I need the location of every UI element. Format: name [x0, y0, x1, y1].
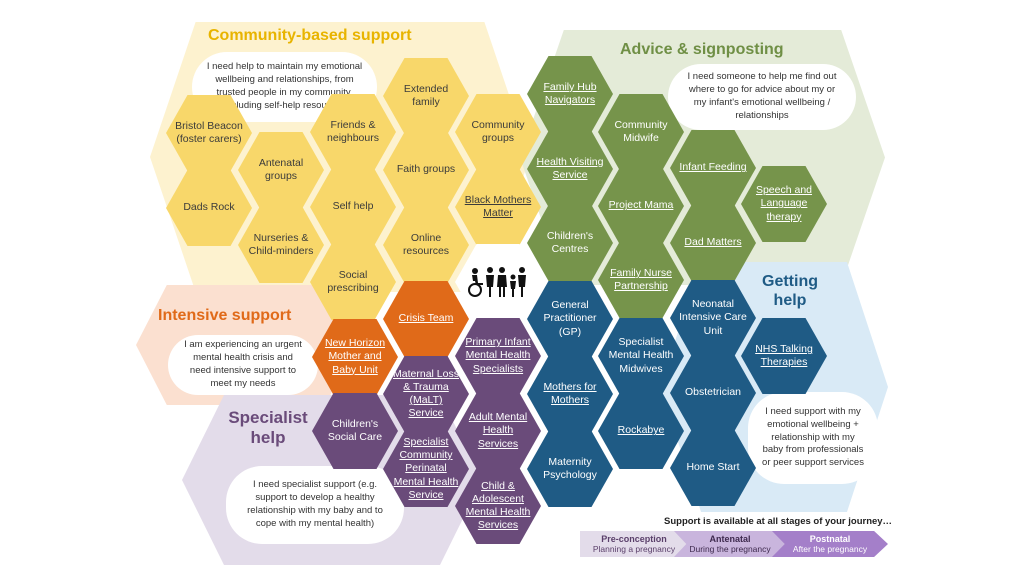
stage-postnatal: Postnatal After the pregnancy [772, 531, 888, 557]
stage-pre-conception-sub: Planning a pregnancy [592, 544, 676, 555]
hex-specialist-perinatal[interactable]: Specialist Community Perinatal Mental He… [383, 431, 469, 507]
hex-faith-groups: Faith groups [383, 132, 469, 208]
family-people-icon [468, 267, 526, 297]
hex-crisis-team[interactable]: Crisis Team [383, 281, 469, 357]
hex-new-horizon[interactable]: New Horizon Mother and Baby Unit [312, 319, 398, 395]
advice-note: I need someone to help me find out where… [668, 64, 856, 130]
hex-gp: General Practitioner (GP) [527, 281, 613, 357]
hex-maternity-psychology: Maternity Psychology [527, 431, 613, 507]
stage-antenatal-name: Antenatal [709, 533, 751, 544]
intensive-title: Intensive support [158, 307, 292, 324]
community-title: Community-based support [208, 27, 412, 44]
stage-pre-conception: Pre-conception Planning a pregnancy [580, 531, 688, 557]
getting-help-title: Getting help [762, 273, 818, 310]
specialist-note: I need specialist support (e.g. support … [226, 466, 404, 544]
hex-friends-neighbours: Friends & neighbours [310, 94, 396, 170]
specialist-title: Specialist help [228, 408, 308, 448]
advice-title: Advice & signposting [620, 41, 784, 58]
stage-antenatal-sub: During the pregnancy [689, 544, 771, 555]
hex-mothers-for-mothers[interactable]: Mothers for Mothers [527, 356, 613, 432]
getting-help-note: I need support with my emotional wellbei… [748, 392, 878, 484]
stage-antenatal: Antenatal During the pregnancy [674, 531, 786, 557]
hex-primary-infant-mh[interactable]: Primary Infant Mental Health Specialists [455, 318, 541, 394]
journey-heading: Support is available at all stages of yo… [664, 516, 893, 527]
stage-postnatal-name: Postnatal [809, 533, 851, 544]
hex-childrens-social-care: Children's Social Care [312, 393, 398, 469]
hex-online-resources: Online resources [383, 207, 469, 283]
stage-postnatal-sub: After the pregnancy [792, 544, 868, 555]
stage-pre-conception-name: Pre-conception [601, 533, 667, 544]
hex-self-help: Self help [310, 169, 396, 245]
hex-extended-family: Extended family [383, 58, 469, 134]
hex-social-prescribing: Social prescribing [310, 244, 396, 320]
intensive-note: I am experiencing an urgent mental healt… [168, 335, 318, 395]
hex-malt-service[interactable]: Maternal Loss & Trauma (MaLT) Service [383, 356, 469, 432]
